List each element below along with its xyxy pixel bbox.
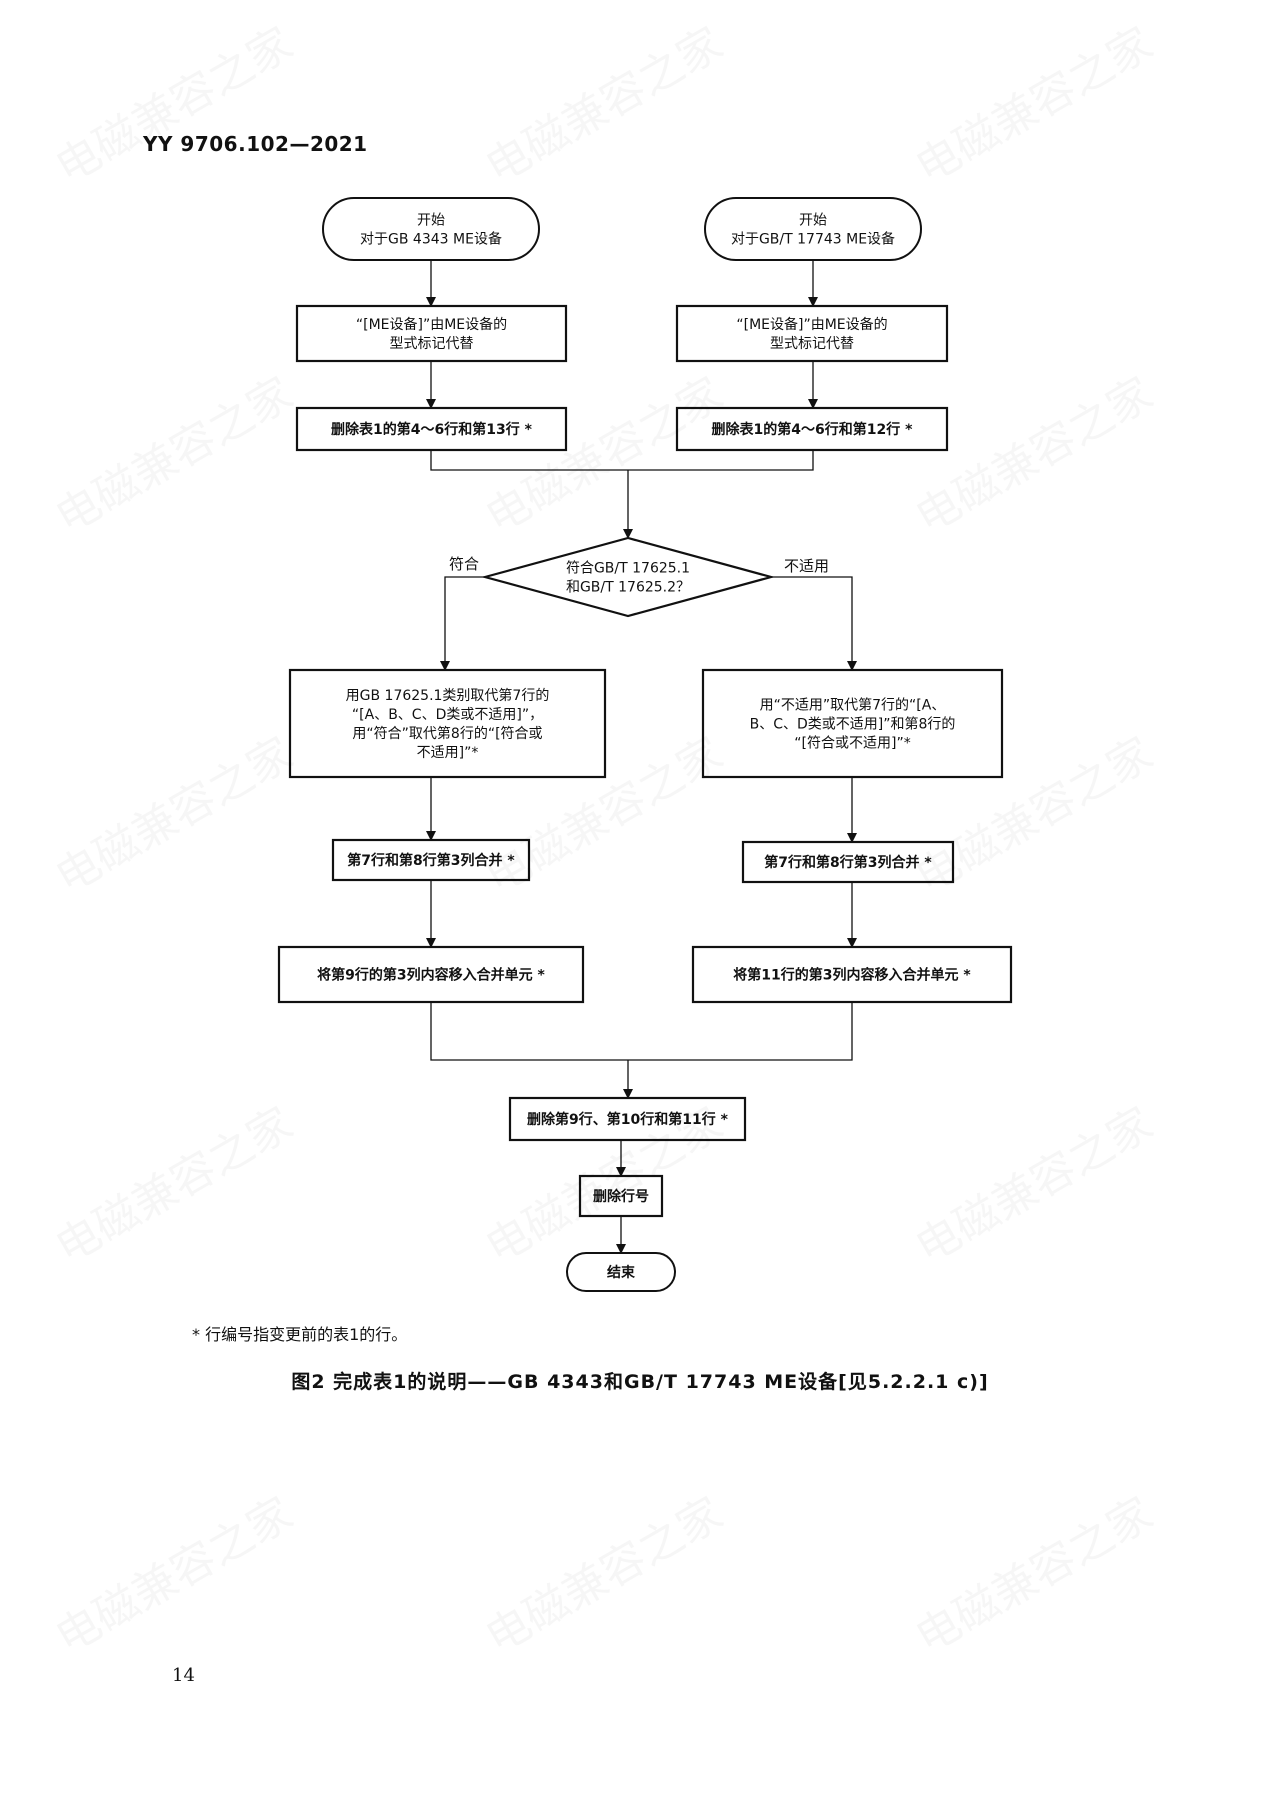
node-text-line: 用GB 17625.1类别取代第7行的: [346, 687, 550, 704]
node-text-line: 删除表1的第4～6行和第12行 *: [712, 421, 914, 438]
node-text-line: 删除第9行、第10行和第11行 *: [527, 1111, 729, 1128]
node-delete-right: 删除表1的第4～6行和第12行 *: [675, 406, 949, 452]
node-text-line: 用“符合”取代第8行的“[符合或: [352, 725, 542, 742]
flow-edge: [440, 576, 485, 671]
node-text-line: 结束: [607, 1264, 636, 1281]
node-text-line: 将第11行的第3列内容移入合并单元 *: [733, 967, 971, 984]
node-text-line: “[符合或不适用]”*: [794, 736, 910, 752]
node-text-line: 开始: [799, 213, 827, 229]
watermark-text: 电磁兼容之家: [42, 1478, 303, 1665]
node-text-line: “[ME设备]”由ME设备的: [736, 316, 887, 333]
node-text-line: 符合GB/T 17625.1: [566, 561, 690, 577]
node-text-line: “[A、B、C、D类或不适用]”，: [352, 707, 543, 723]
node-no-action: 用“不适用”取代第7行的“[A、 B、C、D类或不适用]”和第8行的 “[符合或不适…: [701, 668, 1004, 779]
figure-caption: 图2 完成表1的说明——GB 4343和GB/T 17743 ME设备[见5.2…: [291, 1371, 989, 1393]
node-text-line: 删除表1的第4～6行和第13行 *: [331, 421, 533, 438]
node-yes-action: 用GB 17625.1类别取代第7行的 “[A、B、C、D类或不适用]”， 用“符合…: [288, 668, 607, 779]
node-text-line: “[ME设备]”由ME设备的: [356, 316, 507, 333]
standard-id: YY 9706.102—2021: [143, 132, 368, 156]
node-move-left: 将第9行的第3列内容移入合并单元 *: [277, 945, 585, 1004]
flow-edge: [430, 1002, 628, 1061]
node-text-line: 将第9行的第3列内容移入合并单元 *: [317, 967, 545, 984]
node-text-line: 对于GB 4343 ME设备: [360, 231, 502, 248]
node-text-line: 开始: [417, 213, 445, 229]
footnote: * 行编号指变更前的表1的行。: [192, 1325, 408, 1344]
node-text-line: 第7行和第8行第3列合并 *: [347, 852, 515, 869]
flow-edge: [771, 576, 857, 671]
flow-edge: [628, 1002, 853, 1061]
node-text-line: 和GB/T 17625.2？: [566, 580, 690, 596]
branch-label-no: 不适用: [784, 557, 829, 575]
node-text-line: B、C、D类或不适用]”和第8行的: [750, 716, 956, 733]
node-delete-numbers: 删除行号: [578, 1174, 664, 1218]
page-number: 14: [172, 1665, 195, 1686]
watermark-text: 电磁兼容之家: [472, 1478, 733, 1665]
node-text-line: 型式标记代替: [770, 336, 854, 352]
node-text-line: 型式标记代替: [390, 336, 474, 352]
node-end: 结束: [566, 1252, 676, 1292]
node-text-line: 删除行号: [593, 1188, 649, 1205]
node-text-line: 不适用]”*: [417, 745, 479, 761]
node-text-line: 用“不适用”取代第7行的“[A、: [760, 697, 946, 714]
node-merge-right: 第7行和第8行第3列合并 *: [741, 840, 955, 884]
node-text-line: 对于GB/T 17743 ME设备: [731, 231, 895, 248]
flow-edge: [430, 450, 628, 471]
node-decision: 符合GB/T 17625.1 和GB/T 17625.2？: [480, 536, 776, 618]
node-merge-left: 第7行和第8行第3列合并 *: [331, 838, 531, 882]
node-delete-left: 删除表1的第4～6行和第13行 *: [295, 406, 568, 452]
flow-edge: [628, 450, 814, 471]
node-move-right: 将第11行的第3列内容移入合并单元 *: [691, 945, 1013, 1004]
branch-label-yes: 符合: [449, 555, 479, 573]
watermark-text: 电磁兼容之家: [902, 1478, 1163, 1665]
node-delete-rows: 删除第9行、第10行和第11行 *: [508, 1096, 747, 1142]
node-text-line: 第7行和第8行第3列合并 *: [764, 854, 932, 871]
